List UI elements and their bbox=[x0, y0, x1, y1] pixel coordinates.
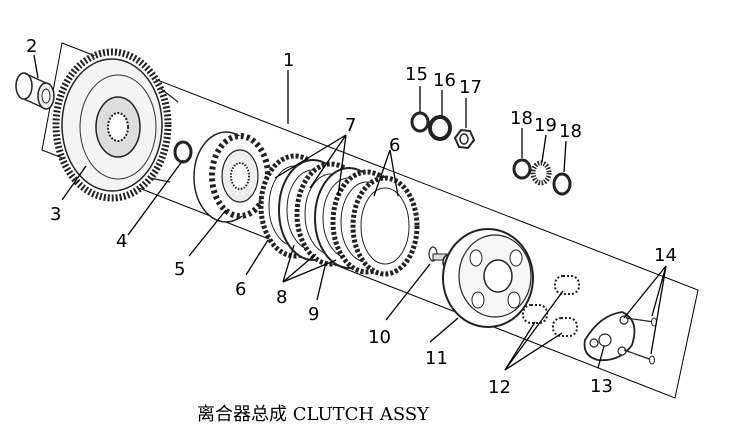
part-clutch-springs bbox=[522, 275, 580, 337]
label-8: 8 bbox=[276, 287, 287, 308]
part-plate-stack bbox=[258, 153, 420, 277]
label-3: 3 bbox=[50, 204, 61, 225]
callout-labels: 1 2 3 4 5 6 6 7 8 9 10 11 12 13 14 15 16… bbox=[26, 36, 677, 398]
label-15: 15 bbox=[405, 64, 428, 85]
label-14: 14 bbox=[654, 245, 677, 266]
assembly-outline bbox=[41, 42, 699, 399]
part-washers-bearing bbox=[512, 158, 572, 196]
part-clutch-housing-gear bbox=[52, 48, 179, 202]
label-1: 1 bbox=[283, 50, 294, 71]
label-4: 4 bbox=[116, 231, 127, 252]
label-6-upper: 6 bbox=[389, 135, 400, 156]
label-5: 5 bbox=[174, 259, 185, 280]
label-2: 2 bbox=[26, 36, 37, 57]
part-pressure-plate bbox=[442, 228, 534, 328]
label-18-right: 18 bbox=[559, 121, 582, 142]
label-19: 19 bbox=[534, 115, 557, 136]
label-16: 16 bbox=[433, 70, 456, 91]
part-lifter-plate bbox=[583, 311, 636, 362]
part-thrust-washer bbox=[173, 140, 193, 164]
label-7: 7 bbox=[345, 115, 356, 136]
diagram-caption: 离合器总成 CLUTCH ASSY bbox=[197, 404, 430, 425]
leader-lines bbox=[33, 54, 667, 371]
part-bolts bbox=[623, 317, 657, 365]
label-11: 11 bbox=[425, 348, 448, 369]
label-18-left: 18 bbox=[510, 108, 533, 129]
label-17: 17 bbox=[459, 77, 482, 98]
part-clutch-hub bbox=[193, 131, 271, 223]
part-washers-nut-upper bbox=[410, 111, 476, 150]
part-bushing bbox=[15, 72, 55, 110]
label-12: 12 bbox=[488, 377, 511, 398]
label-6-lower: 6 bbox=[235, 279, 246, 300]
label-13: 13 bbox=[590, 376, 613, 397]
label-9: 9 bbox=[308, 304, 319, 325]
label-10: 10 bbox=[368, 327, 391, 348]
